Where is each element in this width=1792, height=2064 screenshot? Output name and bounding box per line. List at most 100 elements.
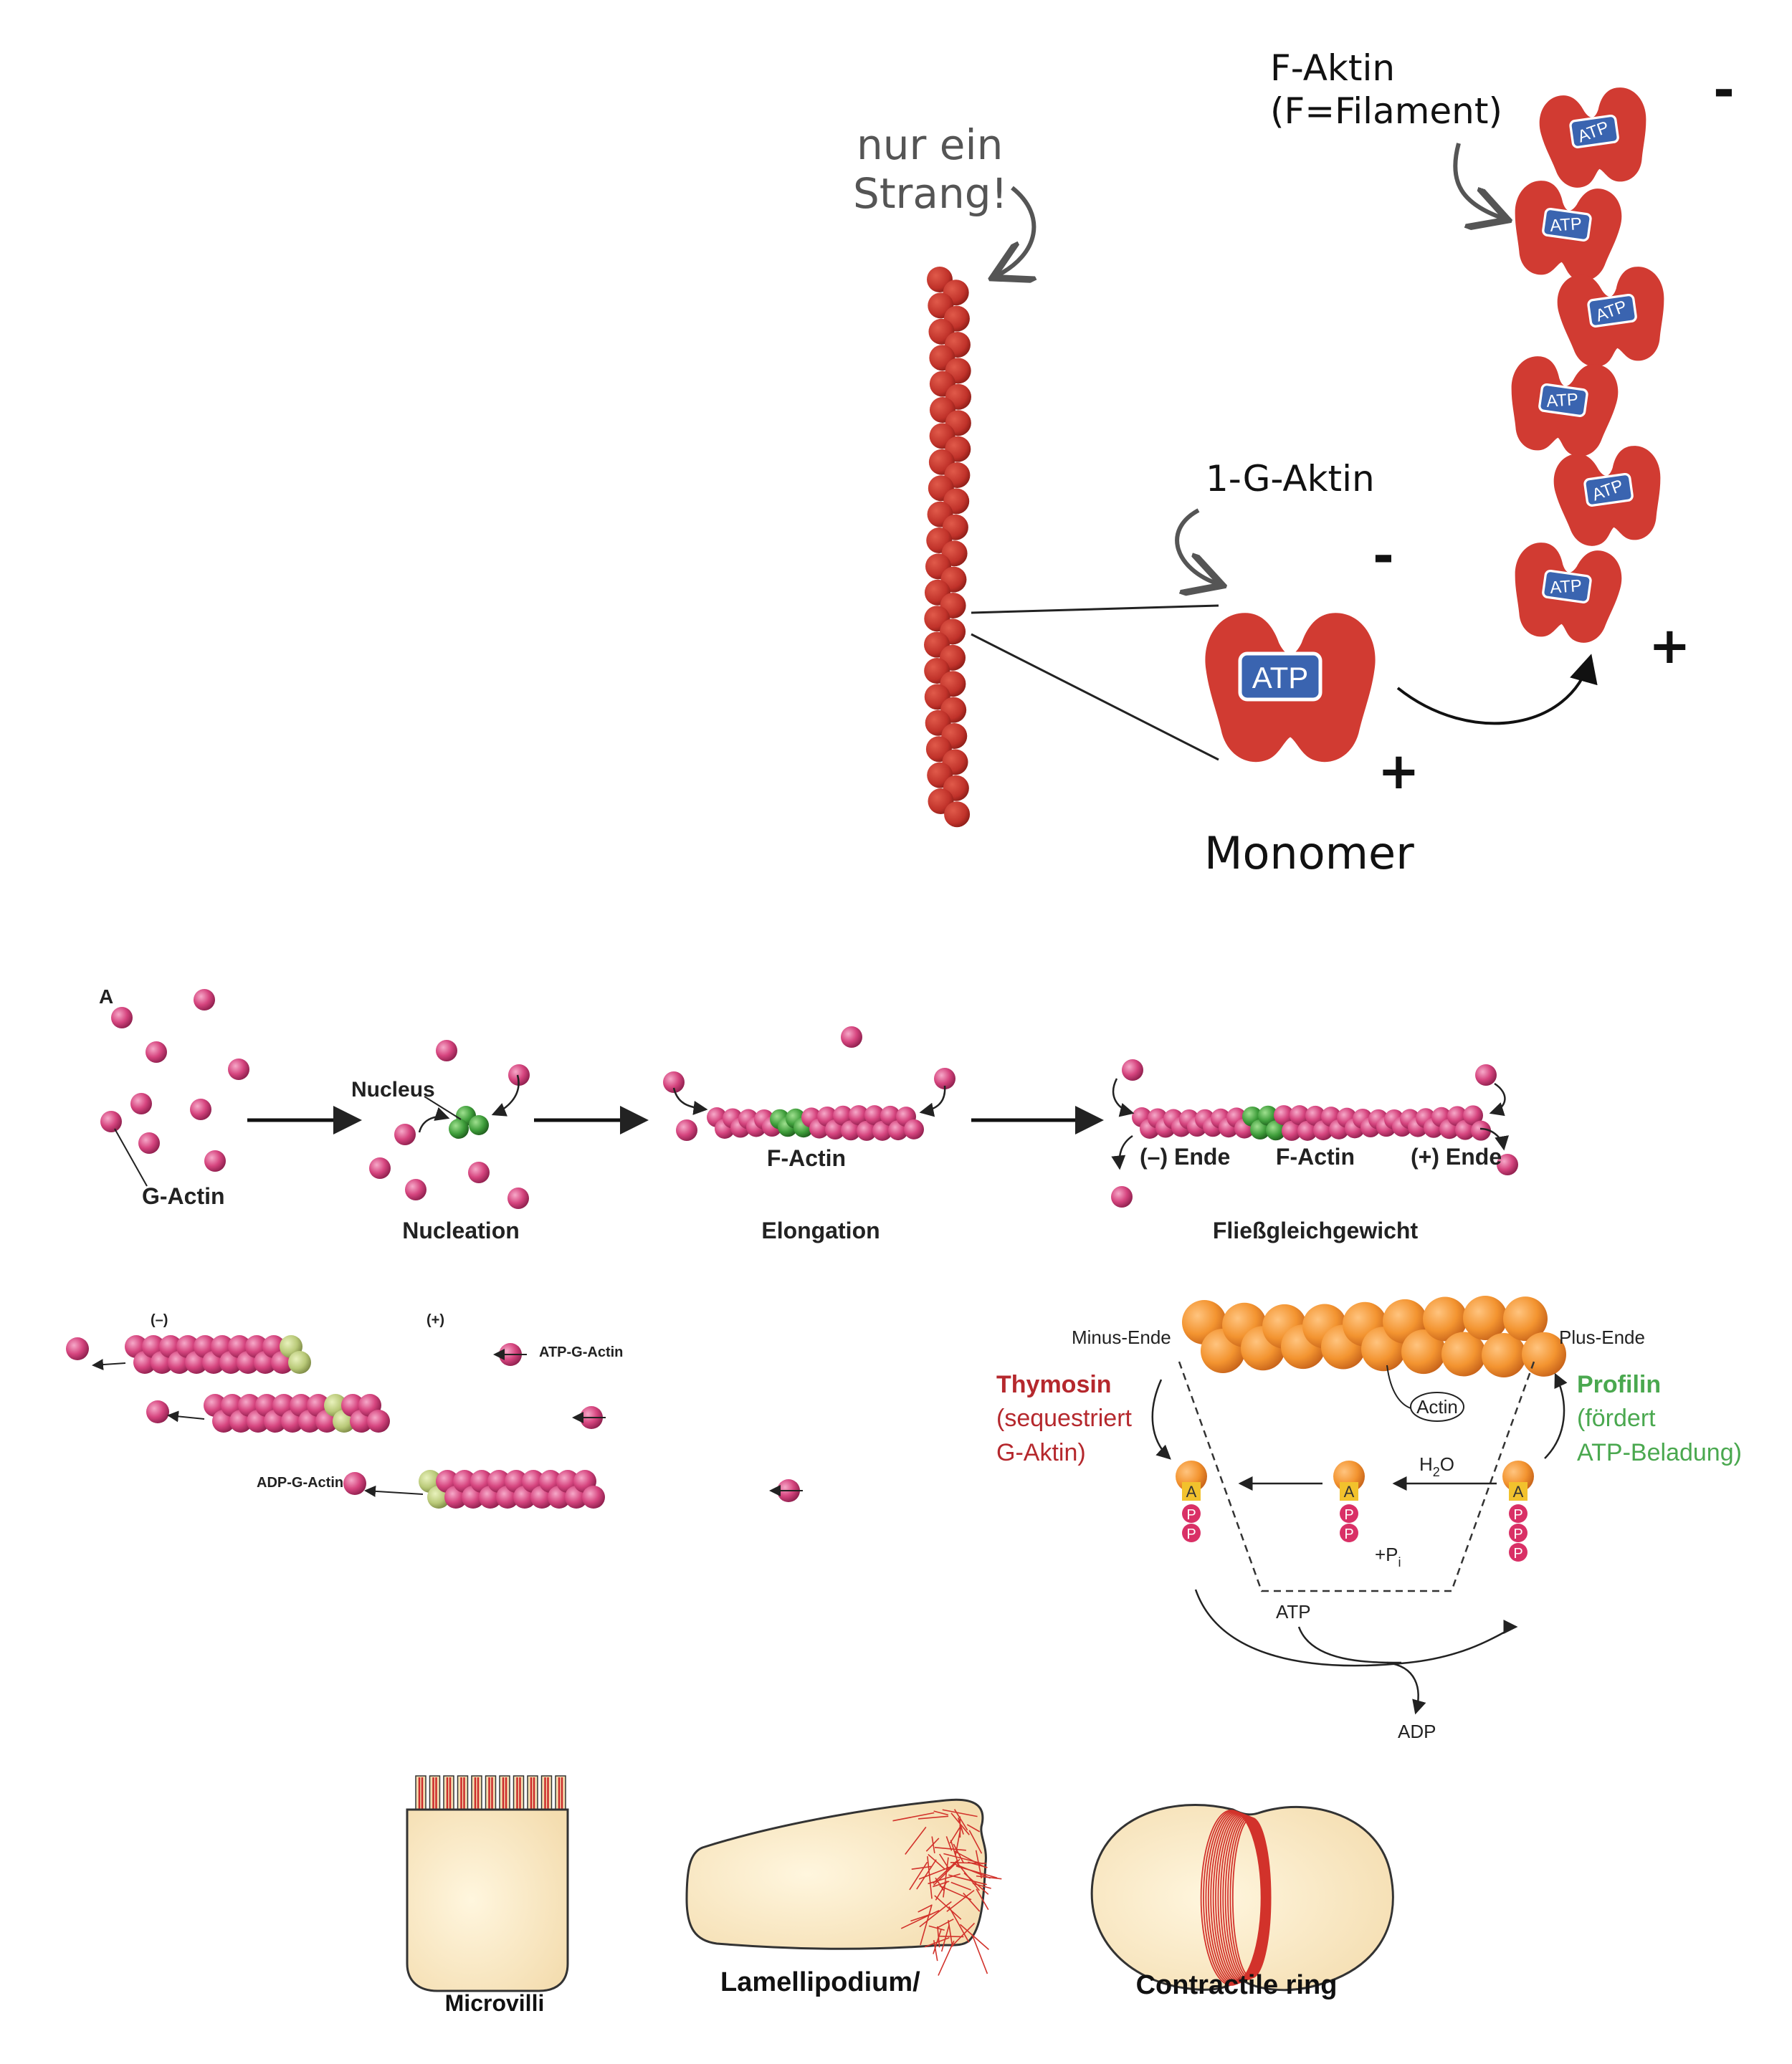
g-actin-ball — [138, 1132, 160, 1154]
lamellipodium-actin-fiber — [918, 1815, 949, 1820]
f-actin-label-line1: F-Aktin — [1270, 47, 1395, 89]
f-actin-subunit — [864, 1105, 885, 1126]
elong-in-right — [919, 1085, 946, 1117]
cycle-atp-label: ATP — [1276, 1601, 1311, 1623]
profilin-desc-1: (fördert — [1577, 1405, 1656, 1432]
g-actin-ball — [111, 1007, 133, 1028]
treadmill-panel: (–) (+) ATP-G-Actin ADP-G-Actin — [66, 1312, 803, 1509]
contractile-ring-fiber — [1231, 1817, 1272, 1979]
cycle-plus-end: Plus-Ende — [1559, 1327, 1645, 1348]
phosphate — [1182, 1504, 1201, 1523]
f-actin-subunit — [1266, 1120, 1286, 1141]
lamellipodium-actin-fiber — [943, 1853, 983, 1865]
actin-bubble-label: Actin — [1416, 1396, 1458, 1418]
profilin-label: Profilin — [1577, 1371, 1661, 1398]
minus-end-text: (–) Ende — [1140, 1144, 1230, 1170]
treadmill-out-arrow — [364, 1485, 424, 1497]
contractile-ring-fiber — [1210, 1812, 1265, 1984]
f-actin-atp-box — [1587, 293, 1637, 328]
contractile-ring-fiber — [1205, 1810, 1264, 1985]
phosphate — [1509, 1543, 1528, 1562]
zoom-line-lower — [971, 633, 1219, 761]
g-actin-ball — [369, 1157, 391, 1179]
g-actin-ball — [934, 1068, 955, 1089]
g-actin-ball — [130, 1093, 152, 1114]
monomer-atp-box — [1238, 651, 1322, 702]
strand-annotation-line2: Strang! — [853, 169, 1008, 218]
contractile-ring-fiber — [1222, 1815, 1269, 1981]
phosphate-label: P — [1186, 1507, 1196, 1523]
f-actin-subunit: ATP — [1506, 539, 1626, 647]
lamellipodium-actin-fiber — [918, 1904, 932, 1913]
contractile-ring-fiber — [1217, 1813, 1267, 1982]
f-actin-atp-box — [1542, 207, 1592, 242]
lamellipodium-actin-fiber — [916, 1859, 937, 1890]
cycle-adp-label: ADP — [1398, 1721, 1436, 1742]
filament-minus: - — [1713, 59, 1735, 120]
f-actin-subunit: ATP — [1553, 263, 1673, 371]
g-actin-ball — [1497, 1154, 1518, 1175]
f-actin-subunit — [1274, 1105, 1294, 1126]
g-actin-ball — [676, 1119, 697, 1141]
orange-actin-subunit — [1463, 1296, 1507, 1341]
g-actin-label: 1-G-Aktin — [1206, 458, 1375, 500]
g-actin-ball — [468, 1162, 490, 1183]
lamellipodium-actin-fiber — [950, 1922, 976, 1947]
strand-annotation-line1: nur ein — [857, 120, 1003, 169]
lamellipodium-actin-fiber — [933, 1929, 942, 1954]
lamellipodium-body — [685, 1798, 987, 1950]
phosphate — [1509, 1504, 1528, 1523]
adenosine-label: A — [1186, 1483, 1197, 1501]
adenosine-label: A — [1513, 1483, 1524, 1501]
adenosine-label: A — [1344, 1483, 1355, 1501]
microvilli-label: Microvilli — [445, 1990, 545, 2016]
strand-annotation-arrow — [996, 186, 1034, 276]
actin-cycle-panel: Minus-Ende Plus-Ende Actin Thymosin (seq… — [996, 1296, 1742, 1742]
thymosin-desc-1: (sequestriert — [996, 1405, 1133, 1432]
lamellipodium-actin-fiber — [950, 1840, 961, 1868]
lamellipodium-actin-fiber — [953, 1850, 987, 1869]
lamellipodium-actin-fiber — [928, 1853, 946, 1870]
f-actin-subunit — [841, 1120, 861, 1141]
polymerization-arrow — [1396, 654, 1598, 725]
lamellipodium-actin-fiber — [909, 1861, 928, 1891]
pi-label: +Pi — [1375, 1544, 1401, 1570]
g-actin-ball — [507, 1188, 529, 1209]
treadmill-free-monomer — [146, 1400, 169, 1423]
f-actin-subunit — [833, 1105, 853, 1126]
g-actin-ball — [204, 1150, 226, 1172]
g-actin-arrow — [1175, 508, 1219, 584]
thymosin-label: Thymosin — [996, 1371, 1112, 1398]
lamellipodium-actin-fiber — [928, 1925, 945, 1931]
phosphate-label: P — [1344, 1507, 1353, 1523]
nucleus-in-arrow — [491, 1074, 520, 1117]
lamellipodium-actin-fiber — [918, 1865, 952, 1880]
actin-bubble — [1410, 1392, 1464, 1422]
f-actin-subunit — [872, 1120, 892, 1141]
lamellipodium-actin-fiber — [928, 1873, 961, 1885]
g-actin-ball — [100, 1111, 122, 1132]
phosphate-label: P — [1186, 1526, 1196, 1542]
lamellipodium-actin-fiber — [968, 1830, 983, 1854]
lamellipodium-actin-fiber — [948, 1920, 953, 1947]
treadmill-subunit — [288, 1351, 311, 1374]
g-actin-ball — [394, 1124, 416, 1145]
lamellipodium-actin-fiber — [958, 1817, 964, 1835]
lamellipodium-actin-fiber — [972, 1883, 991, 1889]
steady-in-left — [1112, 1078, 1135, 1117]
f-actin-subunit — [1463, 1105, 1483, 1126]
lamellipodium-actin-fiber — [946, 1890, 975, 1912]
profilin-arrow — [1544, 1372, 1568, 1459]
lamellipodium-actin-fiber — [932, 1881, 950, 1888]
f-actin-atp-box — [1583, 472, 1634, 507]
treadmill-plus: (+) — [426, 1312, 444, 1328]
monomer-minus: - — [1373, 525, 1394, 586]
phosphate-label: P — [1513, 1526, 1522, 1542]
contractile-ring-fiber — [1203, 1810, 1263, 1986]
f-actin-subunit — [1258, 1105, 1278, 1126]
adenosine-box — [1509, 1482, 1528, 1501]
f-actin-atp-label: ATP — [1545, 390, 1578, 411]
actin-pointer — [1386, 1365, 1411, 1409]
